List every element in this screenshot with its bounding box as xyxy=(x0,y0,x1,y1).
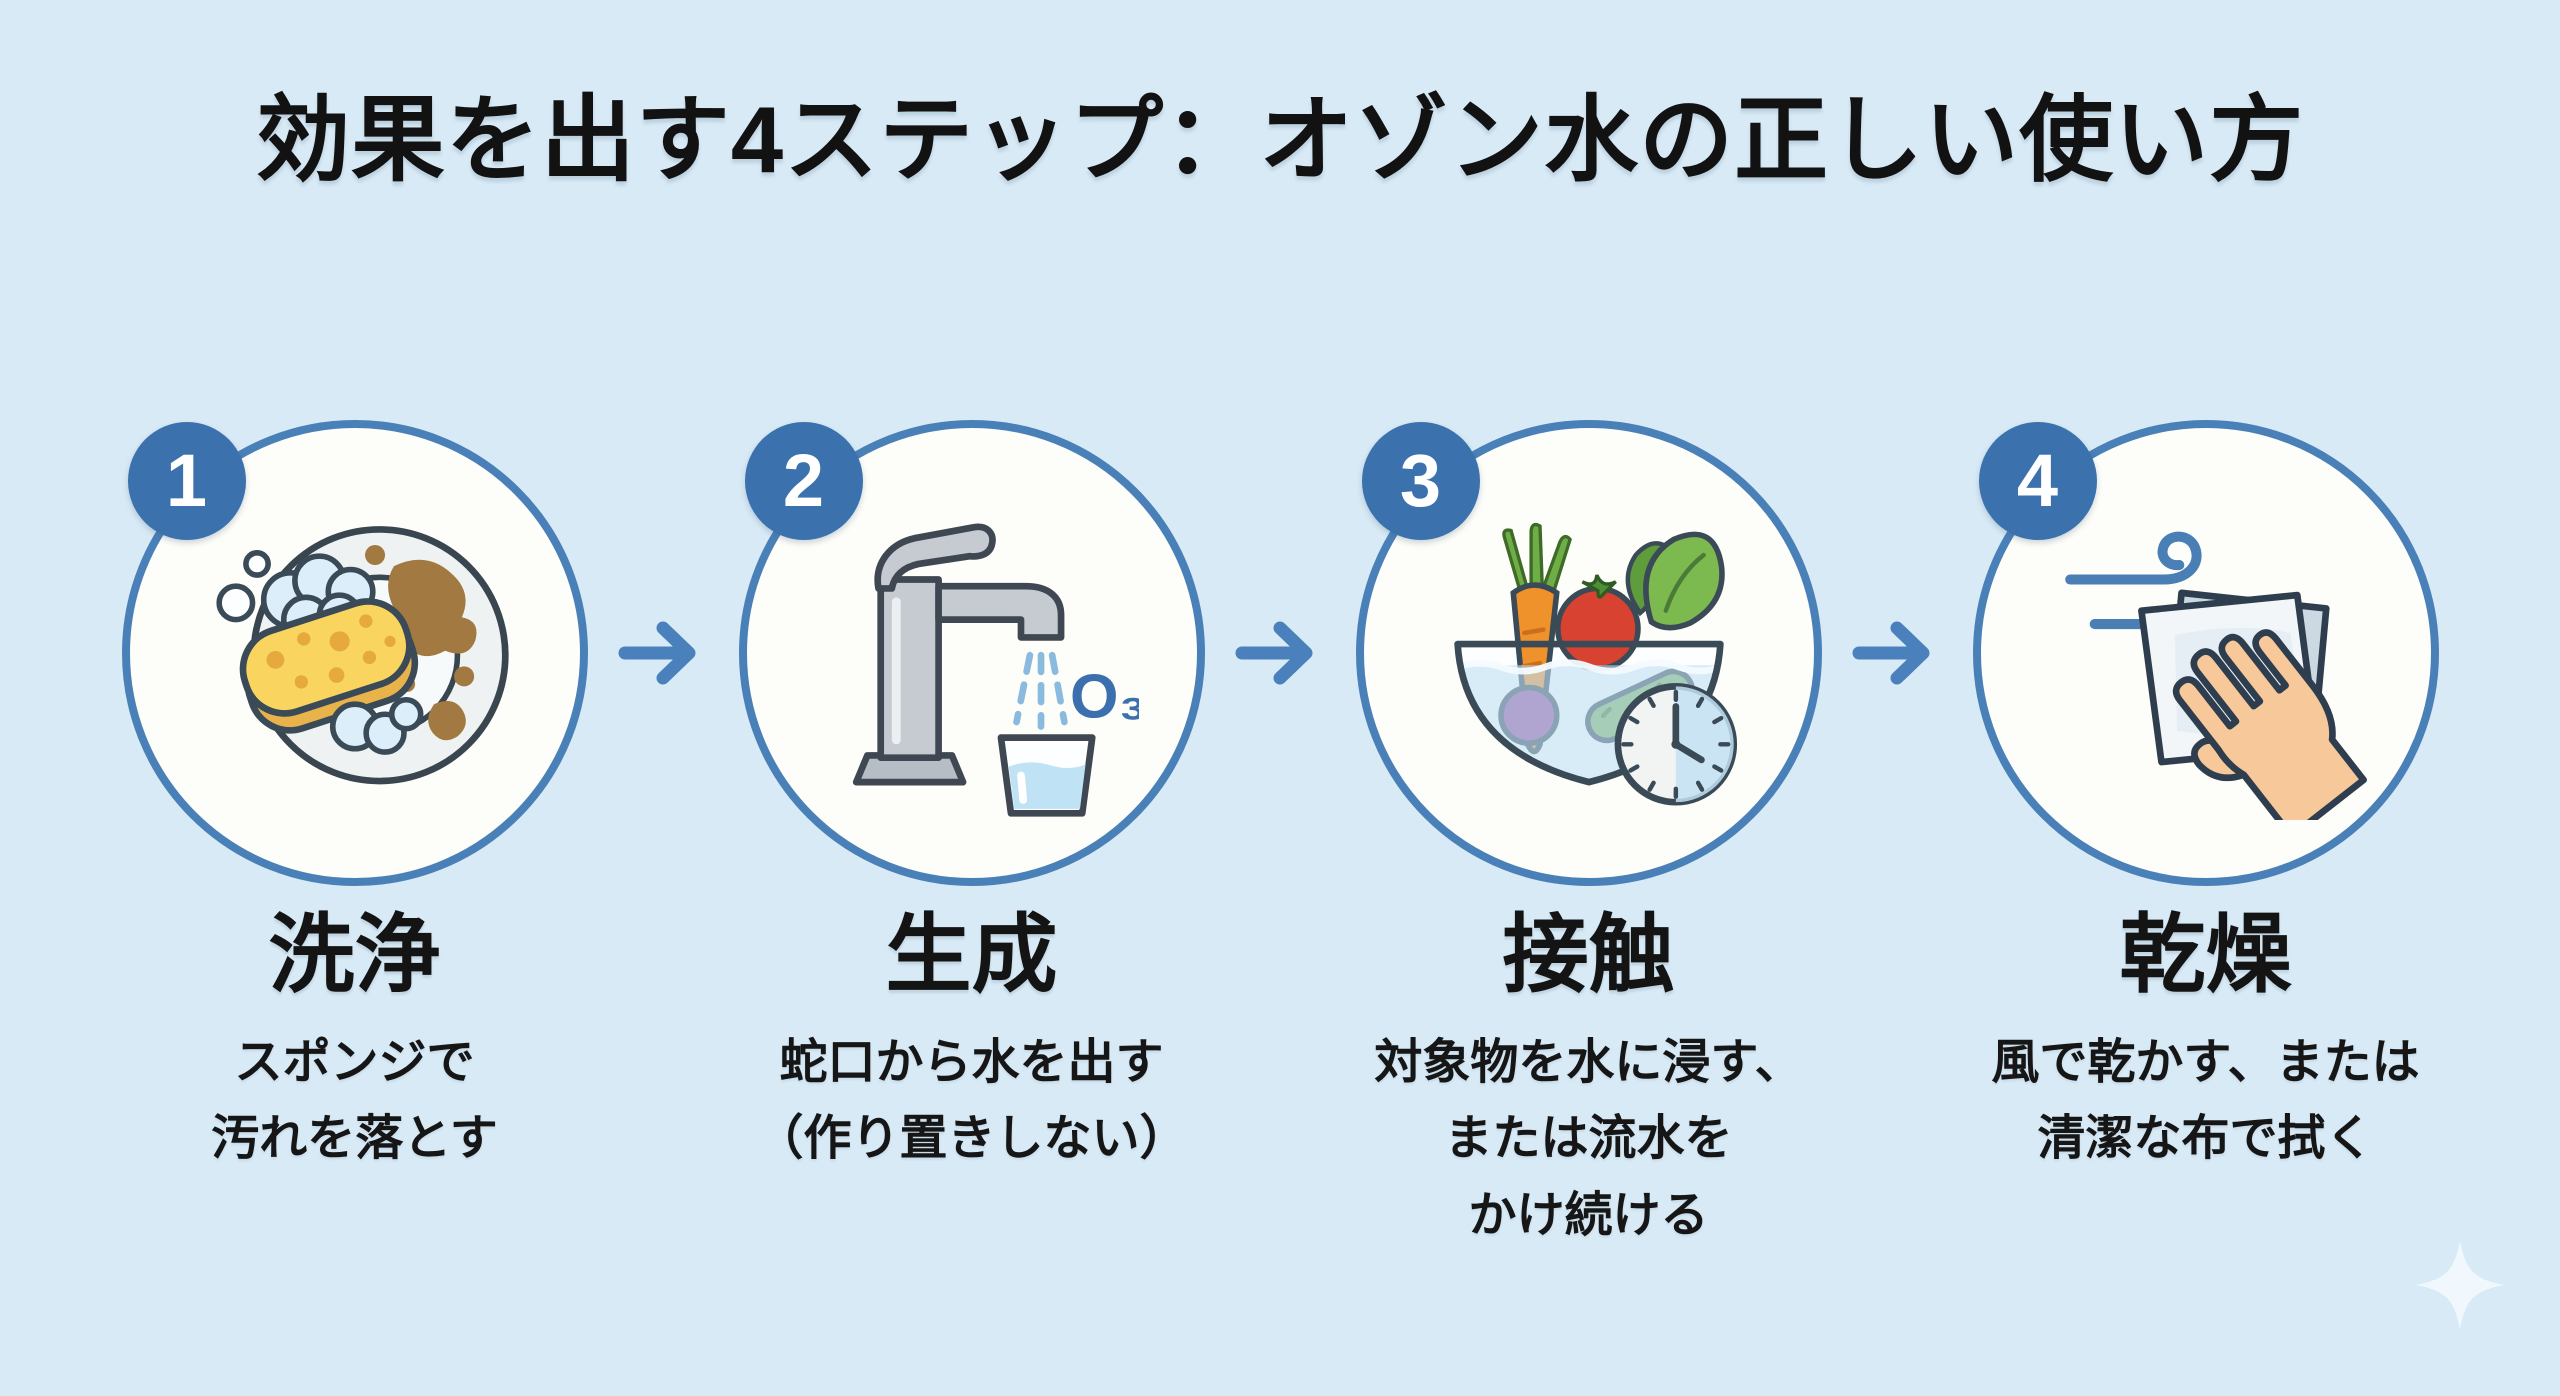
arrow-cell xyxy=(1224,616,1336,690)
step-1-circle: 1 xyxy=(121,420,588,886)
step-2-generation: 2 xyxy=(719,420,1224,1178)
step-3-contact: 3 xyxy=(1336,420,1841,1255)
vegetable-bowl-clock-icon xyxy=(1453,522,1737,806)
step-3-badge: 3 xyxy=(1361,422,1480,540)
arrow-cell xyxy=(607,616,719,690)
step-2-circle: 2 xyxy=(738,420,1205,886)
step-title: 乾燥 xyxy=(2119,907,2292,1003)
arrow-right-icon xyxy=(618,621,696,685)
step-description: 対象物を水に浸す、 または流水を かけ続ける xyxy=(1374,1035,1803,1243)
arrow-right-icon xyxy=(1852,621,1930,685)
step-1-badge: 1 xyxy=(127,422,246,540)
wind-cloth-hand-icon xyxy=(2064,531,2367,820)
faucet-ozone-water-icon: O₃ xyxy=(852,523,1139,817)
sponge xyxy=(239,598,418,734)
steps-row: 1 xyxy=(0,420,2560,1255)
step-4-drying: 4 xyxy=(1953,420,2458,1178)
faucet xyxy=(852,523,1064,786)
step-4-badge: 4 xyxy=(1978,422,2097,540)
step-3-circle: 3 xyxy=(1355,420,1822,886)
tomato xyxy=(1554,585,1641,672)
water-spray xyxy=(1012,651,1068,730)
hand xyxy=(2172,629,2367,820)
step-number: 4 xyxy=(2016,439,2059,522)
arrow-right-icon xyxy=(1235,621,1313,685)
step-title: 洗浄 xyxy=(268,907,441,1003)
step-title: 生成 xyxy=(885,907,1058,1003)
step-description: スポンジで 汚れを落とす xyxy=(211,1035,498,1166)
step-title: 接触 xyxy=(1502,907,1675,1003)
carrot-top xyxy=(1501,522,1572,595)
sponge-plate-icon xyxy=(215,526,509,785)
step-2-badge: 2 xyxy=(744,422,863,540)
o3-label: O₃ xyxy=(1069,663,1138,732)
tomato-leaf xyxy=(1580,574,1617,599)
step-description: 蛇口から水を出す （作り置きしない） xyxy=(755,1035,1188,1166)
step-description: 風で乾かす、または 清潔な布で拭く xyxy=(1991,1035,2420,1166)
step-number: 3 xyxy=(1399,439,1442,522)
arrow-cell xyxy=(1841,616,1953,690)
sparkle-icon xyxy=(2412,1237,2508,1338)
step-4-circle: 4 xyxy=(1972,420,2439,886)
water-glass xyxy=(997,734,1096,817)
soap-bubbles xyxy=(215,550,271,623)
timer-clock-icon xyxy=(1614,683,1737,806)
step-number: 2 xyxy=(782,439,825,522)
step-1-washing: 1 xyxy=(102,420,607,1178)
foam-front xyxy=(329,696,423,755)
page-title: 効果を出す4ステップ：オゾン水の正しい使い方 xyxy=(255,87,2305,192)
step-number: 1 xyxy=(165,439,208,522)
